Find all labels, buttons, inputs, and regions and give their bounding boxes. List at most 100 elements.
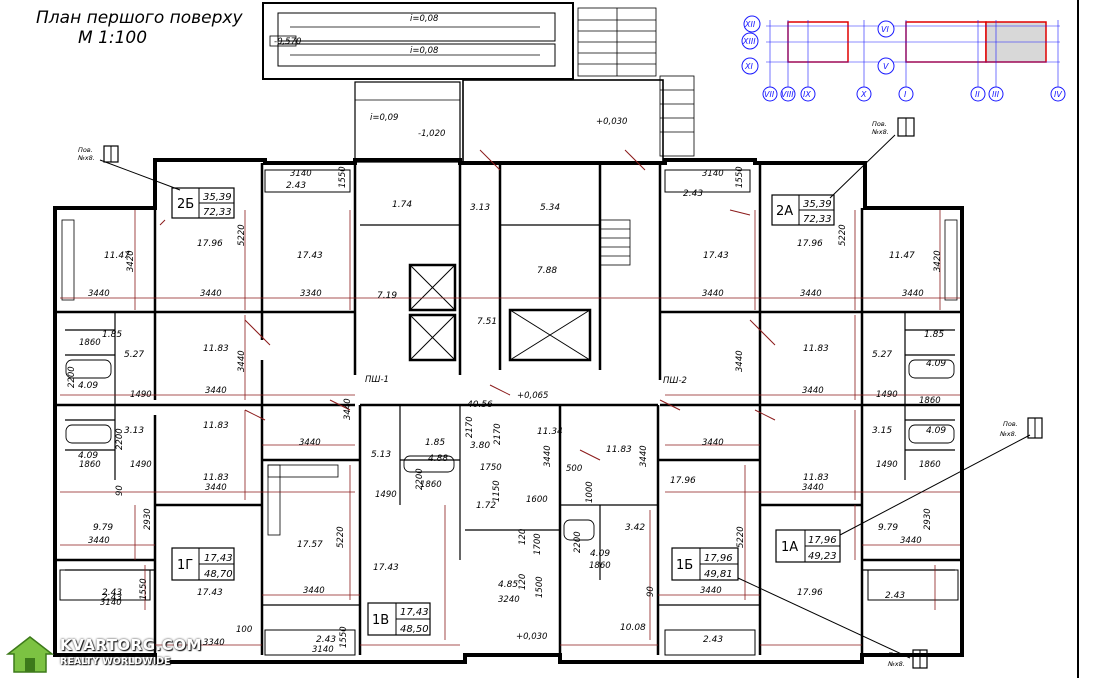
dimension: 1600 xyxy=(526,495,548,505)
room-area: 40.56 xyxy=(467,400,493,410)
dimension: 120 xyxy=(518,529,528,545)
apartment-number: 1Б xyxy=(676,558,693,573)
dimension: 3440 xyxy=(205,483,227,493)
key-axis-label: XIII xyxy=(742,37,756,46)
dimension: 2200 xyxy=(415,468,425,490)
room-area: 11.83 xyxy=(803,473,829,483)
dimension: 2200 xyxy=(573,531,583,553)
callout-right-top: Пов. №х8. xyxy=(829,117,915,199)
room-area: 2.43 xyxy=(885,591,905,601)
dimension: 2200 xyxy=(67,366,77,388)
dimension: 1490 xyxy=(876,460,898,470)
dimension: 100 xyxy=(236,625,252,635)
apartment-total-area: 49,23 xyxy=(808,551,837,562)
room-area: 4.85 xyxy=(498,580,518,590)
room-area: 3.80 xyxy=(470,441,490,451)
room-area: 3.15 xyxy=(872,426,892,436)
dimension: 1700 xyxy=(533,533,543,555)
dimension: 3240 xyxy=(498,595,520,605)
room-labels: 11.47 17.96 17.43 7.19 1.74 3.13 5.34 7.… xyxy=(78,181,946,645)
room-area: 1.74 xyxy=(392,200,412,210)
dimension: 3440 xyxy=(802,386,824,396)
apartment-living-area: 35,39 xyxy=(203,192,232,203)
dimension: 3340 xyxy=(300,289,322,299)
room-area: 17.43 xyxy=(373,563,399,573)
dimension: 1860 xyxy=(79,338,101,348)
room-area: 2.43 xyxy=(102,593,122,603)
room-area: 11.83 xyxy=(803,344,829,354)
dimension: 3440 xyxy=(303,586,325,596)
plan-scale: М 1:100 xyxy=(78,28,148,48)
key-plan: XII XIII VI XI V VII VIII IX X I II III … xyxy=(741,15,1066,102)
vestibule-level: -1,020 xyxy=(418,129,445,139)
dimension: 1490 xyxy=(130,390,152,400)
apartment-2A: 2А 35,39 72,33 xyxy=(771,194,835,226)
room-area: 5.13 xyxy=(371,450,391,460)
dimension: 90 xyxy=(646,586,656,597)
dimension: 1490 xyxy=(130,460,152,470)
house-logo-icon xyxy=(6,636,54,673)
dimension: 1860 xyxy=(589,561,611,571)
dimension: 1150 xyxy=(492,480,502,502)
dimension: 3440 xyxy=(237,350,247,372)
key-axis-label: I xyxy=(904,90,907,99)
callout-right-mid: Пов. №х8. xyxy=(839,417,1043,536)
apartment-1G: 1Г 17,43 48,70 xyxy=(171,547,235,581)
apartment-1B: 1Б 17,96 49,81 xyxy=(671,547,739,581)
apartment-number: 1Г xyxy=(177,558,193,573)
room-area: 17.96 xyxy=(797,588,823,598)
room-area: 4.09 xyxy=(926,426,946,436)
dimension: 1550 xyxy=(139,578,149,600)
room-area: 4.88 xyxy=(428,454,448,464)
dimension: 3440 xyxy=(205,386,227,396)
apartment-total-area: 72,33 xyxy=(203,207,232,218)
room-area: 17.96 xyxy=(670,476,696,486)
apartment-number: 1А xyxy=(781,540,798,555)
watermark-subtitle: REALTY WORLDWIDE xyxy=(60,656,171,667)
watermark-title: KVARTORG.COM xyxy=(60,636,202,654)
dimension: 1860 xyxy=(919,396,941,406)
ramp-slope-2: i=0,08 xyxy=(410,46,439,56)
ramp-level: -0,570 xyxy=(274,37,301,47)
dimension: 1490 xyxy=(876,390,898,400)
dimension-lines xyxy=(60,210,960,646)
room-area: 11.83 xyxy=(203,473,229,483)
apartment-living-area: 17,43 xyxy=(400,607,429,618)
outer-walls xyxy=(53,158,964,664)
room-area: 17.43 xyxy=(197,588,223,598)
room-area: 7.88 xyxy=(537,266,557,276)
dimension: 3420 xyxy=(126,250,136,272)
dimension: 3140 xyxy=(100,598,122,608)
room-area: 3.13 xyxy=(470,203,490,213)
apartment-living-area: 17,96 xyxy=(808,535,837,546)
apartment-number: 2Б xyxy=(177,197,194,212)
dimension: 1550 xyxy=(735,166,745,188)
room-area: 1.85 xyxy=(924,330,944,340)
dimension: 3440 xyxy=(543,445,553,467)
apartment-total-area: 49,81 xyxy=(704,569,733,580)
dimension: 1550 xyxy=(338,166,348,188)
hall-level: +0,065 xyxy=(517,391,548,401)
watermark: KVARTORG.COM REALTY WORLDWIDE xyxy=(6,634,201,674)
callout-right-bottom: Пов. №х8. xyxy=(737,577,928,669)
callout-line-2: №х8. xyxy=(887,660,905,668)
dimension: 5220 xyxy=(237,224,247,246)
elevators xyxy=(408,263,592,362)
room-area: 4.09 xyxy=(78,451,98,461)
room-area: 7.51 xyxy=(477,317,497,327)
dimension: 5220 xyxy=(336,526,346,548)
room-area: 11.83 xyxy=(203,344,229,354)
callout-line-2: №х8. xyxy=(77,154,95,162)
key-axis-label: II xyxy=(975,90,980,99)
room-area: 4.09 xyxy=(590,549,610,559)
dimension: 3440 xyxy=(702,289,724,299)
dimension: 1750 xyxy=(480,463,502,473)
room-area: 17.43 xyxy=(297,251,323,261)
dimension: 2930 xyxy=(923,508,933,530)
dimension: 3440 xyxy=(88,536,110,546)
apartment-living-area: 17,96 xyxy=(704,553,733,564)
apartment-number: 1В xyxy=(372,613,389,628)
room-area: 9.79 xyxy=(878,523,898,533)
key-axis-label: XI xyxy=(744,62,753,71)
dimension: 3440 xyxy=(343,398,353,420)
